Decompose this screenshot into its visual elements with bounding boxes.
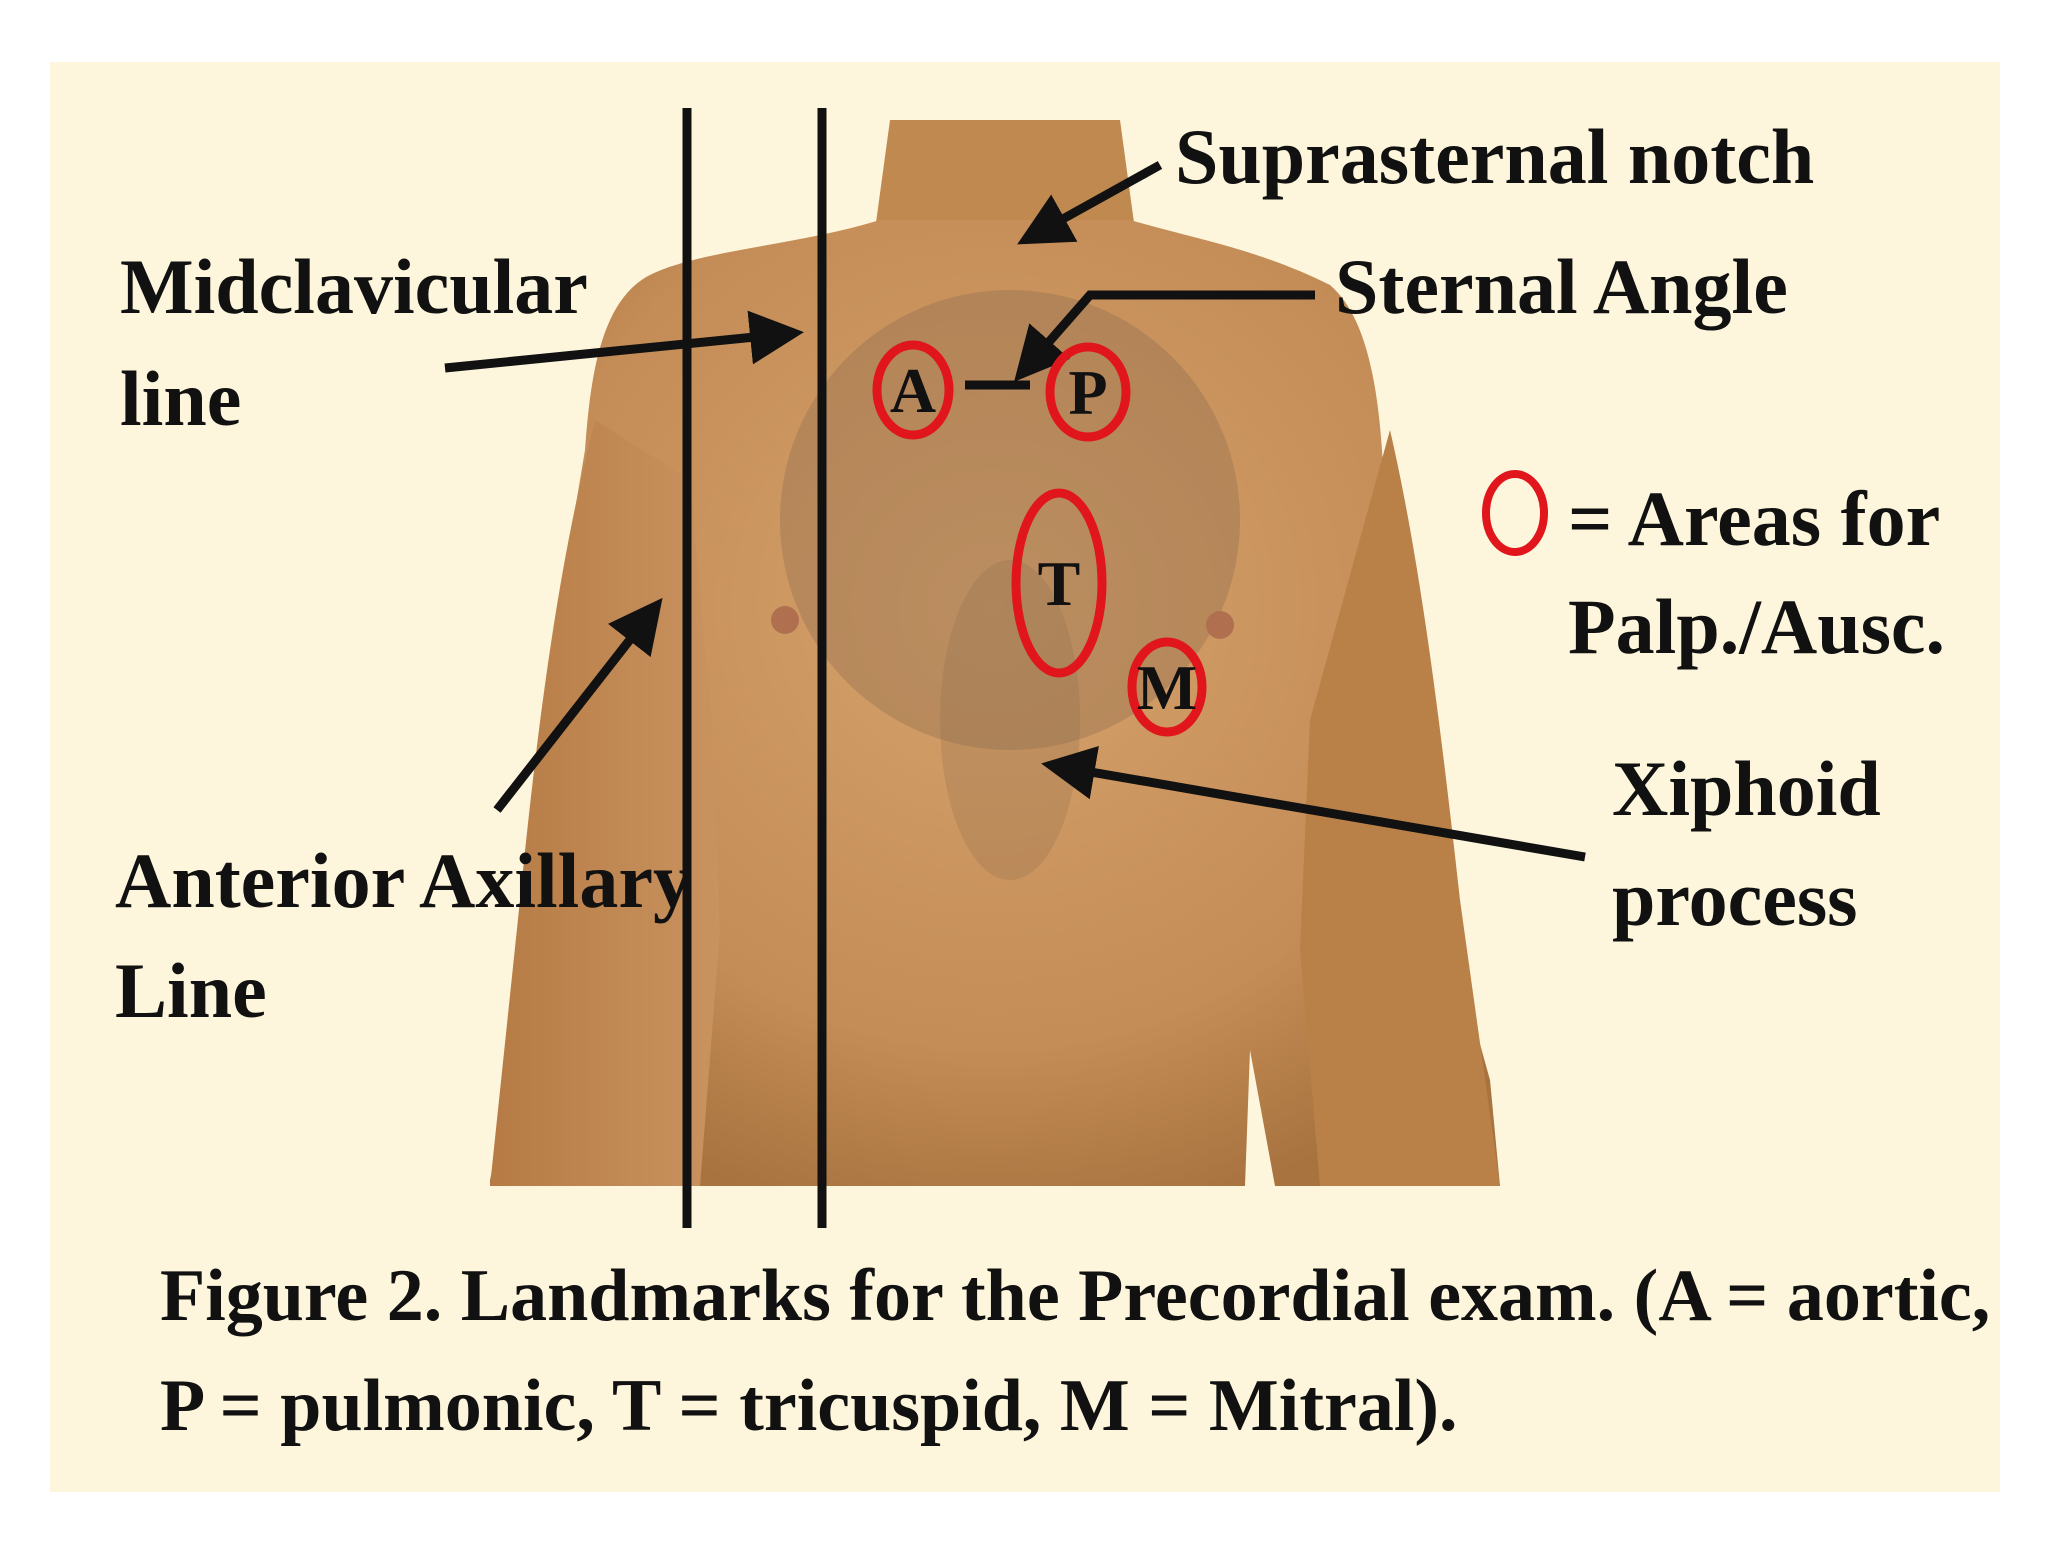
zone-aortic-ring: [872, 340, 954, 440]
xiphoid-arrow: [1041, 746, 1586, 862]
legend-ring-icon: [1482, 470, 1548, 556]
torso: [490, 220, 1500, 1186]
label-sternal-angle: Sternal Angle: [1335, 243, 1788, 330]
zone-aortic: A: [872, 340, 954, 440]
zone-aortic-label: A: [890, 355, 936, 426]
zone-tricuspid-label: T: [1038, 548, 1081, 619]
zone-tricuspid-ring: [1011, 488, 1107, 678]
legend-line-2: Palp./Ausc.: [1568, 583, 1945, 670]
zone-tricuspid: T: [1011, 488, 1107, 678]
suprasternal-arrow: [1017, 161, 1163, 245]
caption-line-1: Figure 2. Landmarks for the Precordial e…: [160, 1255, 1990, 1337]
zone-mitral: M: [1127, 637, 1207, 737]
sternum-hair: [940, 560, 1080, 880]
anterior-axillary-arrow: [493, 597, 663, 813]
zone-mitral-ring: [1127, 637, 1207, 737]
label-midclavicular-line-2: line: [120, 355, 241, 442]
zone-pulmonic-ring: [1045, 342, 1131, 442]
midclavicular-arrow: [444, 310, 804, 373]
sternal-angle-arrow: [1014, 290, 1315, 382]
zone-pulmonic: P: [1045, 342, 1131, 442]
right-arm: [1300, 430, 1500, 1186]
zone-pulmonic-label: P: [1068, 357, 1107, 428]
label-xiphoid-2: process: [1612, 855, 1858, 942]
right-nipple: [1206, 611, 1234, 639]
legend-line-1: = Areas for: [1568, 475, 1940, 562]
caption-line-2: P = pulmonic, T = tricuspid, M = Mitral)…: [160, 1365, 1458, 1447]
label-anterior-axillary-1: Anterior Axillary: [115, 837, 692, 924]
legend: = Areas for Palp./Ausc.: [1482, 470, 1945, 670]
label-anterior-axillary-2: Line: [115, 947, 267, 1034]
zone-mitral-label: M: [1137, 652, 1197, 723]
label-midclavicular-line-1: Midclavicular: [120, 243, 588, 330]
left-nipple: [771, 606, 799, 634]
label-xiphoid-1: Xiphoid: [1612, 745, 1881, 832]
label-suprasternal-notch: Suprasternal notch: [1175, 113, 1814, 200]
